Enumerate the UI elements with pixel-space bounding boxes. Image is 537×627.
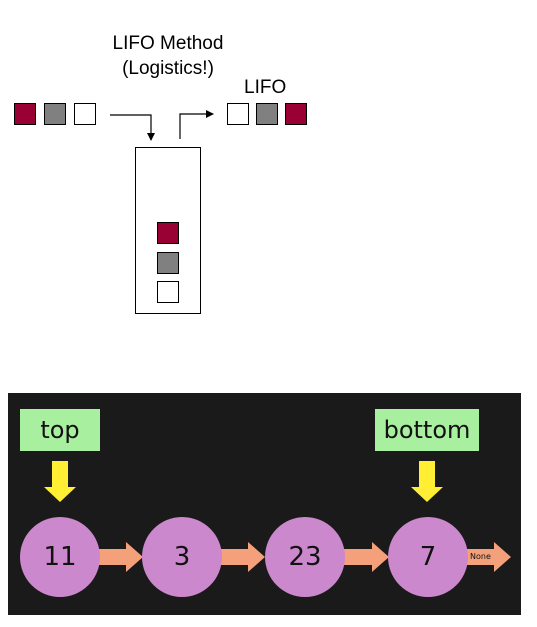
list-node-4: 7 (388, 517, 468, 597)
list-node-2: 3 (142, 517, 222, 597)
flow-arrows (110, 110, 214, 141)
stack-square-white (157, 281, 179, 303)
stack-container (135, 147, 201, 314)
list-node-1: 11 (20, 517, 100, 597)
link-arrow-1 (97, 542, 143, 572)
input-square-red (14, 103, 36, 125)
bottom-label: bottom (375, 409, 479, 451)
top-label: top (20, 409, 100, 451)
stack-square-red (157, 222, 179, 244)
diagram-title-line2: (Logistics!) (122, 58, 214, 79)
input-square-white (74, 103, 96, 125)
link-arrow-2 (219, 542, 265, 572)
link-arrow-3 (342, 542, 389, 572)
none-terminator-label: None (470, 552, 491, 561)
input-square-gray (44, 103, 66, 125)
output-square-red (285, 103, 307, 125)
output-square-white (227, 103, 249, 125)
output-square-gray (256, 103, 278, 125)
bottom-pointer-arrow (411, 461, 443, 502)
lifo-output-label: LIFO (244, 77, 287, 98)
list-node-3: 23 (265, 517, 345, 597)
push-arrow (110, 114, 155, 141)
diagram-title-line1: LIFO Method (112, 33, 224, 54)
stack-square-gray (157, 252, 179, 274)
top-pointer-arrow (44, 461, 76, 502)
terminal-arrow (463, 542, 511, 572)
pop-arrow (179, 110, 214, 139)
